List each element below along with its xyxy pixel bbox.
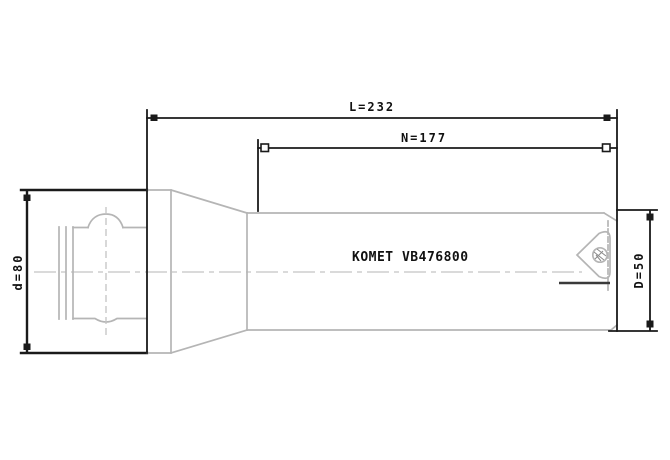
dimension-label-cutting-diameter: D=50 (632, 252, 646, 289)
dimension-label-overall-length: L=232 (349, 100, 395, 114)
dimension-overall-length: L=232 (146, 100, 618, 354)
cutting-insert (575, 230, 611, 280)
shaft-body (246, 211, 619, 332)
shank-internal-detail (58, 207, 147, 338)
flange-outline (19, 188, 149, 355)
dimension-shank-diameter: d=80 (11, 194, 31, 350)
part-number: KOMET VB476800 (352, 250, 469, 265)
dimension-usable-length: N=177 (257, 131, 618, 212)
dimension-label-shank-diameter: d=80 (11, 254, 25, 291)
part-number-label: KOMET VB476800 (352, 250, 469, 265)
dimension-label-usable-length: N=177 (401, 131, 447, 145)
insert-screw-icon (591, 246, 609, 264)
dimension-cutting-diameter: D=50 (608, 209, 658, 332)
taper-section (146, 188, 249, 355)
